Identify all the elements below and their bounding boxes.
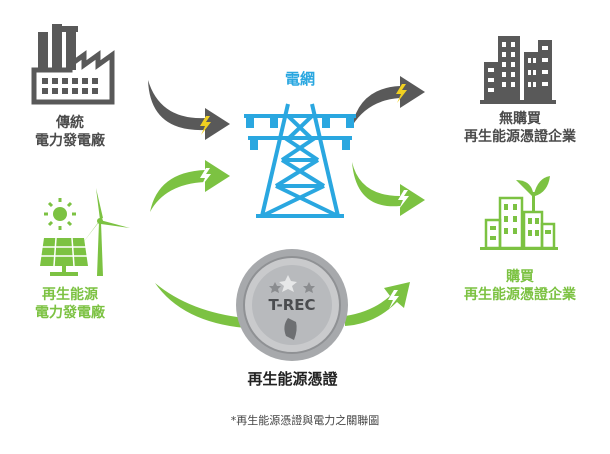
arrow-gray-out xyxy=(352,76,425,126)
star-icon xyxy=(279,275,297,292)
lightning-bolt-icon xyxy=(396,84,407,103)
lightning-bolt-icon xyxy=(200,116,211,135)
factory-icon xyxy=(31,24,115,105)
grid-label: 電網 xyxy=(284,70,315,88)
solar-panel-icon xyxy=(40,237,88,276)
leaf-icon xyxy=(516,176,550,212)
green-building-icon xyxy=(480,176,558,250)
renewable-plant-label-line1: 再生能源 xyxy=(42,287,98,303)
arrow-gray-in xyxy=(148,80,230,140)
conventional-plant-label-line2: 電力發電廠 xyxy=(35,133,105,149)
lightning-bolt-icon xyxy=(398,190,409,209)
purchase-label: 購買 再生能源憑證企業 xyxy=(450,268,590,304)
arrow-certificate-left xyxy=(155,283,245,328)
star-icon xyxy=(303,282,315,293)
arrow-certificate-right xyxy=(345,282,410,326)
renewable-plant-icon xyxy=(40,188,130,276)
office-building-icon xyxy=(480,36,556,104)
renewable-plant-label-line2: 電力發電廠 xyxy=(35,305,105,321)
footnote: *再生能源憑證與電力之關聯圖 xyxy=(230,414,380,427)
arrow-green-out xyxy=(352,162,425,216)
conventional-plant-label: 傳統 電力發電廠 xyxy=(20,114,120,150)
purchase-label-line1: 購買 xyxy=(506,269,534,285)
no-purchase-label: 無購買 再生能源憑證企業 xyxy=(450,110,590,146)
renewable-plant-label: 再生能源 電力發電廠 xyxy=(20,286,120,322)
no-purchase-label-line1: 無購買 xyxy=(499,111,541,127)
star-icon xyxy=(269,282,281,293)
t-rec-certificate-icon xyxy=(236,249,348,361)
purchase-label-line2: 再生能源憑證企業 xyxy=(464,287,576,303)
transmission-tower-icon xyxy=(244,103,356,218)
lightning-bolt-icon xyxy=(388,290,399,309)
certificate-label: 再生能源憑證 xyxy=(247,370,338,388)
sun-icon xyxy=(44,198,76,230)
lightning-bolt-icon xyxy=(200,168,211,187)
conventional-plant-label-line1: 傳統 xyxy=(56,115,84,131)
wind-turbine-icon xyxy=(82,188,130,276)
arrow-green-in xyxy=(150,160,230,212)
taiwan-shape-icon xyxy=(284,318,297,340)
coin-text: T-REC xyxy=(268,296,316,314)
no-purchase-label-line2: 再生能源憑證企業 xyxy=(464,129,576,145)
